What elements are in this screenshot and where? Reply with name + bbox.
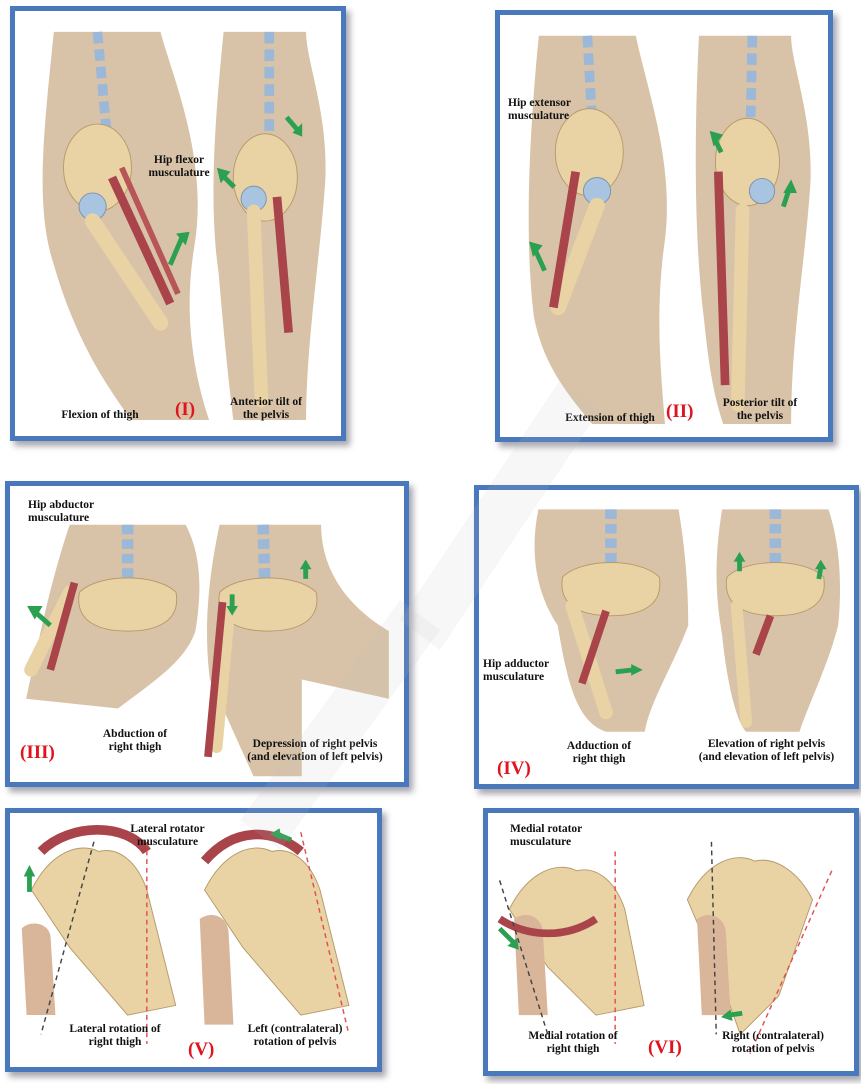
caption-lateral-rotation-right-thigh: Lateral rotation of right thigh <box>50 1023 180 1049</box>
label-hip-adductor-musculature: Hip adductor musculature <box>483 658 579 684</box>
caption-abduction-right-thigh: Abduction of right thigh <box>80 728 190 754</box>
label-hip-abductor-musculature: Hip abductor musculature <box>28 499 128 525</box>
panel-adduction: Hip adductor musculature Adduction of ri… <box>474 485 859 789</box>
illustration-extension <box>500 15 828 437</box>
label-hip-extensor-musculature: Hip extensor musculature <box>508 97 608 123</box>
illustration-flexion <box>15 11 341 436</box>
panel-numeral-1: (I) <box>175 399 195 421</box>
caption-extension-of-thigh: Extension of thigh <box>550 412 670 425</box>
label-medial-rotator-musculature: Medial rotator musculature <box>510 823 615 849</box>
caption-left-contralateral-rotation: Left (contralateral) rotation of pelvis <box>225 1023 365 1049</box>
panel-flexion: Hip flexor musculature Flexion of thigh … <box>10 6 346 441</box>
caption-posterior-tilt: Posterior tilt of the pelvis <box>705 397 815 423</box>
caption-elevation-right-pelvis: Elevation of right pelvis (and elevation… <box>674 738 859 764</box>
panel-lateral-rotation: Lateral rotator musculature Lateral rota… <box>5 808 382 1072</box>
panel-extension: Hip extensor musculature Extension of th… <box>495 10 833 442</box>
panel-medial-rotation: Medial rotator musculature Medial rotati… <box>483 808 859 1076</box>
panel-numeral-3: (III) <box>20 742 55 764</box>
panel-numeral-4: (IV) <box>497 758 531 780</box>
caption-medial-rotation-right-thigh: Medial rotation of right thigh <box>508 1030 638 1056</box>
label-hip-flexor-musculature: Hip flexor musculature <box>133 154 225 180</box>
label-lateral-rotator-musculature: Lateral rotator musculature <box>110 823 225 849</box>
caption-depression-right-pelvis: Depression of right pelvis (and elevatio… <box>220 738 409 764</box>
caption-flexion-of-thigh: Flexion of thigh <box>35 409 165 422</box>
panel-numeral-5: (V) <box>188 1039 214 1061</box>
caption-anterior-tilt: Anterior tilt of the pelvis <box>211 396 321 422</box>
panel-abduction: Hip abductor musculature Abduction of ri… <box>5 481 409 787</box>
caption-adduction-right-thigh: Adduction of right thigh <box>549 740 649 766</box>
panel-numeral-2: (II) <box>666 401 693 423</box>
panel-numeral-6: (VI) <box>648 1037 682 1059</box>
caption-right-contralateral-rotation: Right (contralateral) rotation of pelvis <box>698 1030 848 1056</box>
